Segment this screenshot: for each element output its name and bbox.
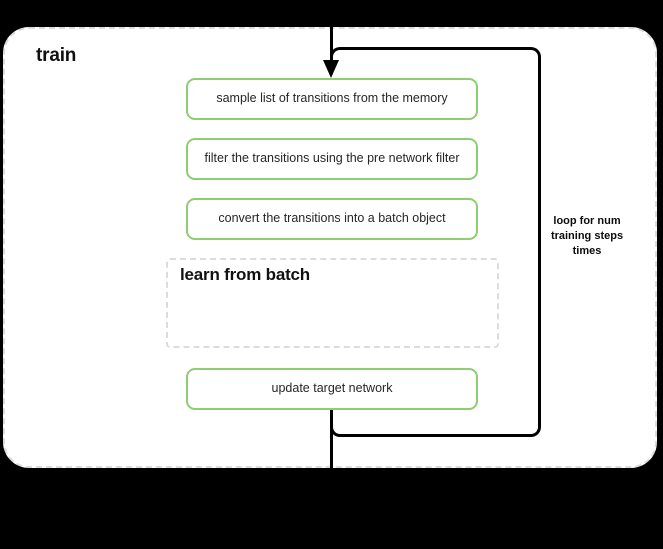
- step-node-convert-to-batch[interactable]: convert the transitions into a batch obj…: [186, 198, 478, 240]
- learn-from-batch-container: [166, 258, 499, 348]
- loop-corner-top-right: [527, 47, 541, 61]
- arrow-down-icon: [323, 60, 339, 78]
- step-node-filter-transitions[interactable]: filter the transitions using the pre net…: [186, 138, 478, 180]
- outgoing-connector-line: [330, 410, 333, 479]
- step-label: convert the transitions into a batch obj…: [218, 211, 446, 226]
- learn-from-batch-title: learn from batch: [180, 265, 310, 284]
- loop-corner-top-left: [330, 47, 344, 61]
- loop-bottom-segment: [342, 434, 530, 437]
- loop-corner-bottom-right: [527, 423, 541, 437]
- step-label: update target network: [271, 381, 393, 396]
- step-label: sample list of transitions from the memo…: [216, 91, 448, 106]
- step-node-sample-transitions[interactable]: sample list of transitions from the memo…: [186, 78, 478, 120]
- page-title: train: [36, 45, 77, 66]
- step-label: filter the transitions using the pre net…: [204, 151, 460, 166]
- incoming-connector-line: [330, 0, 333, 62]
- loop-right-segment: [538, 58, 541, 426]
- step-node-update-target-network[interactable]: update target network: [186, 368, 478, 410]
- loop-top-segment: [342, 47, 530, 50]
- loop-label: loop for num training steps times: [550, 215, 624, 257]
